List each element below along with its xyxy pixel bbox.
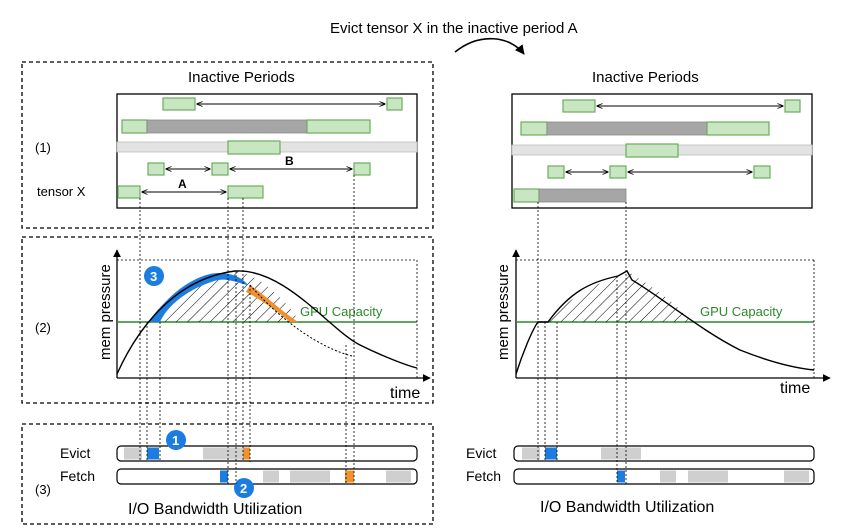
tensor-x-segment bbox=[117, 185, 141, 199]
inactive-title-left: Inactive Periods bbox=[188, 69, 295, 86]
evict-bandwidth-bar bbox=[513, 445, 815, 462]
busy-block bbox=[601, 447, 641, 460]
inactive-periods-right: Inactive Periods bbox=[511, 69, 813, 209]
inactive-title-right: Inactive Periods bbox=[592, 69, 699, 86]
inactive-segment bbox=[147, 162, 165, 176]
inactive-segment bbox=[211, 162, 229, 176]
transition-arrow bbox=[454, 37, 525, 55]
badge-1-label: 1 bbox=[172, 433, 179, 448]
inactive-segment bbox=[625, 143, 679, 158]
busy-block bbox=[386, 470, 411, 483]
busy-block bbox=[784, 470, 809, 483]
eviction-block bbox=[147, 447, 159, 460]
reduced-pressure-curve bbox=[249, 284, 353, 357]
eviction-block bbox=[220, 470, 228, 483]
inactive-segment bbox=[121, 119, 148, 134]
resident-segment bbox=[146, 119, 308, 134]
x-axis-label: time bbox=[780, 380, 810, 397]
inactive-segment bbox=[609, 165, 627, 179]
panel-1-box bbox=[21, 61, 434, 229]
fetch-label: Fetch bbox=[60, 468, 95, 484]
pressure-curve bbox=[116, 270, 418, 375]
bandwidth-left: Evict Fetch 1 2 I/O Bandwidth Utilizatio… bbox=[60, 430, 418, 518]
eviction-block bbox=[617, 470, 625, 483]
y-axis-label: mem pressure bbox=[495, 264, 512, 360]
fetch-label: Fetch bbox=[466, 468, 501, 484]
inactive-segment bbox=[162, 97, 196, 111]
pressure-curve bbox=[515, 270, 815, 375]
panel-label-2: (2) bbox=[35, 320, 51, 335]
evict-label: Evict bbox=[60, 445, 90, 461]
tensor-x-segment bbox=[513, 188, 540, 203]
evict-bandwidth-bar bbox=[116, 445, 418, 462]
busy-block bbox=[203, 447, 243, 460]
busy-block bbox=[522, 447, 540, 460]
inactive-segment bbox=[353, 162, 371, 176]
badge-3 bbox=[144, 266, 164, 286]
bandwidth-title-right: I/O Bandwidth Utilization bbox=[540, 499, 714, 516]
inactive-segment bbox=[386, 97, 403, 111]
y-axis-label: mem pressure bbox=[97, 264, 114, 360]
prefetch-block bbox=[345, 470, 354, 483]
evict-label: Evict bbox=[466, 445, 496, 461]
inactive-segment bbox=[227, 140, 281, 155]
inactive-segment bbox=[706, 121, 770, 136]
busy-block bbox=[688, 470, 728, 483]
period-a-label: A bbox=[178, 177, 187, 191]
inactive-segment bbox=[520, 121, 548, 136]
top-annotation: Evict tensor X in the inactive period A bbox=[330, 20, 578, 37]
tensor-x-segment bbox=[227, 185, 264, 199]
badge-2 bbox=[234, 478, 254, 498]
inactive-segment bbox=[547, 165, 565, 179]
busy-block bbox=[124, 447, 142, 460]
panel-label-3: (3) bbox=[35, 482, 51, 497]
badge-1 bbox=[166, 430, 186, 450]
prefetch-block bbox=[243, 447, 250, 460]
tensor-x-label: tensor X bbox=[37, 184, 86, 199]
bandwidth-title-left: I/O Bandwidth Utilization bbox=[128, 501, 302, 518]
tensor-x-evicted bbox=[538, 188, 627, 203]
inactive-periods-left: Inactive Periods B A tensor X bbox=[37, 69, 418, 209]
busy-block bbox=[263, 470, 279, 483]
eviction-block bbox=[545, 447, 557, 460]
gpu-capacity-label: GPU Capacity bbox=[700, 304, 783, 319]
badge-3-label: 3 bbox=[150, 269, 157, 284]
bandwidth-right: Evict Fetch I/O Bandwidth Utilization bbox=[466, 445, 815, 516]
panel-2-box bbox=[21, 236, 434, 404]
busy-block bbox=[290, 470, 330, 483]
inactive-segment bbox=[753, 165, 771, 179]
resident-segment bbox=[546, 121, 708, 136]
gpu-capacity-label: GPU Capacity bbox=[300, 304, 383, 319]
alignment-guides-right bbox=[537, 202, 627, 484]
period-b-label: B bbox=[285, 154, 294, 168]
badge-2-label: 2 bbox=[240, 481, 247, 496]
busy-block bbox=[660, 470, 676, 483]
panel-label-1: (1) bbox=[35, 140, 51, 155]
eviction-region bbox=[148, 273, 248, 322]
inactive-segment bbox=[784, 99, 801, 113]
panel-3-box bbox=[21, 423, 434, 525]
inactive-segment bbox=[306, 119, 371, 134]
alignment-guides-left bbox=[139, 175, 355, 484]
x-axis-label: time bbox=[390, 385, 420, 402]
inactive-segment bbox=[562, 99, 596, 113]
over-capacity-area bbox=[548, 271, 690, 322]
